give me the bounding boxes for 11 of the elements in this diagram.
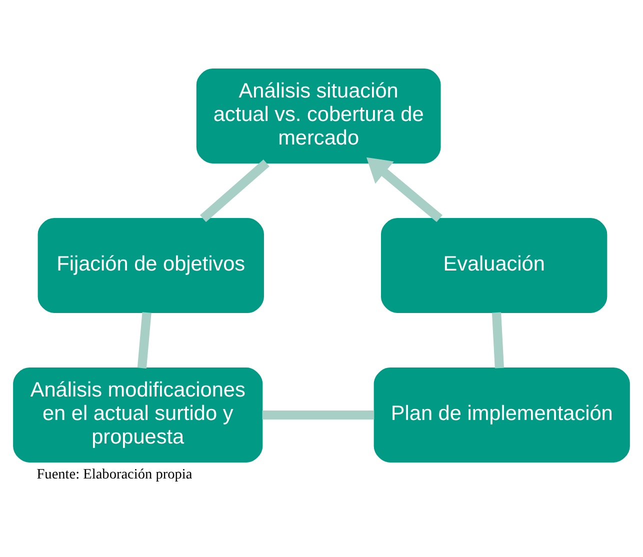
connector (200, 160, 270, 222)
node-box: Evaluación (380, 218, 608, 313)
connector (262, 410, 374, 420)
caption: Fuente: Elaboración propia (36, 466, 192, 482)
node-box: Análisis modificaciones en el actual surtido y propuesta (13, 368, 263, 462)
node-box: Fijación de objetivos (38, 218, 264, 313)
connector (492, 312, 504, 368)
node-box: Análisis situación actual vs. cobertura de mercado (196, 68, 441, 164)
arrow (366, 157, 442, 222)
node-box: Plan de implementación (374, 368, 630, 462)
connector (137, 312, 152, 368)
